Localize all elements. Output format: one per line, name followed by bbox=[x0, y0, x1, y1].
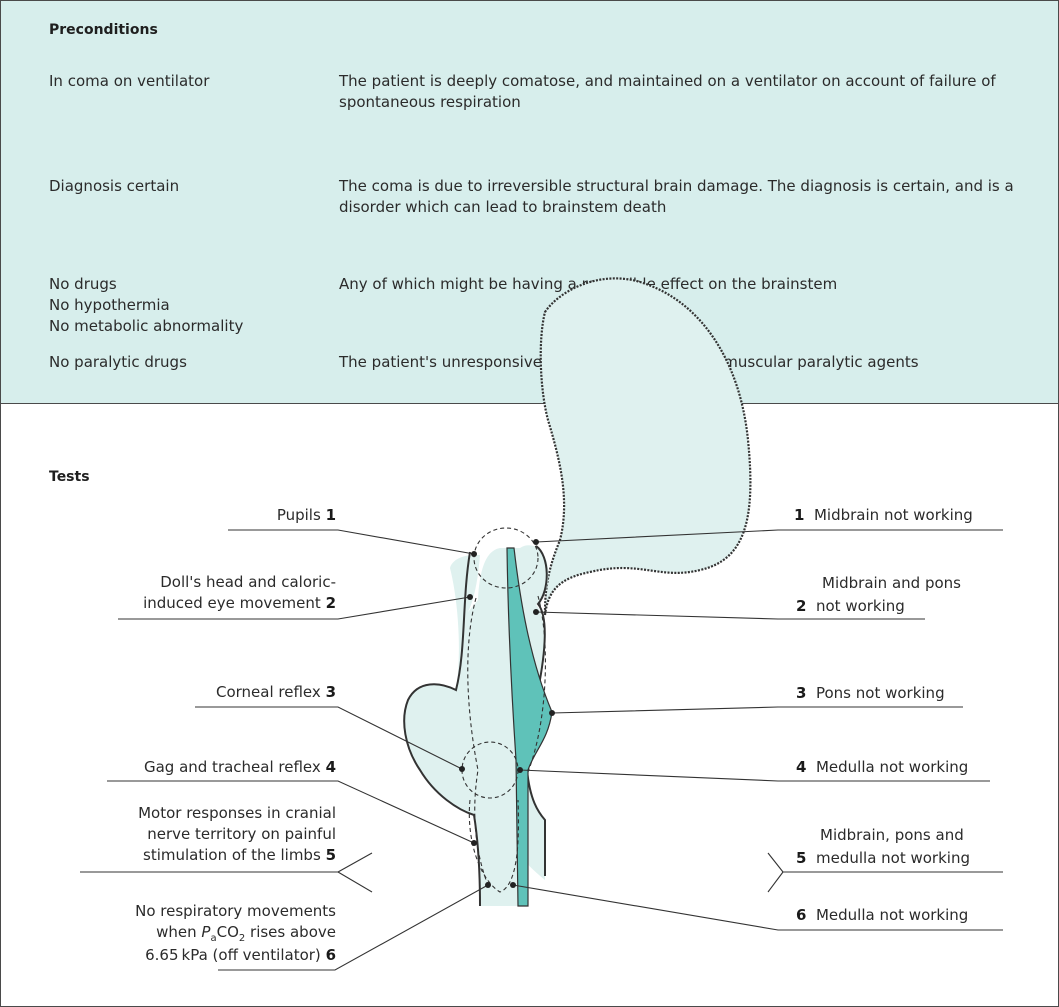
test-label-respiratory: No respiratory movements when PaCO2 rise… bbox=[135, 901, 336, 966]
result-label-4: 4 Medulla not working bbox=[796, 757, 968, 778]
cerebellum-shape bbox=[541, 278, 751, 615]
result-label-6: 6 Medulla not working bbox=[796, 905, 968, 926]
result-label-5a: Midbrain, pons and bbox=[820, 825, 964, 846]
test-label-corneal: Corneal reflex 3 bbox=[216, 682, 336, 703]
test-label-motor: Motor responses in cranial nerve territo… bbox=[138, 803, 336, 866]
result-label-2a: Midbrain and pons bbox=[822, 573, 961, 594]
result-label-3: 3 Pons not working bbox=[796, 683, 945, 704]
test-label-gag: Gag and tracheal reflex 4 bbox=[144, 757, 336, 778]
result-label-5b: 5 medulla not working bbox=[796, 848, 970, 869]
result-label-1: 1 Midbrain not working bbox=[794, 505, 973, 526]
result-label-2b: 2 not working bbox=[796, 596, 905, 617]
test-label-dolls-head: Doll's head and caloric- induced eye mov… bbox=[143, 572, 336, 614]
test-label-pupils: Pupils 1 bbox=[277, 505, 336, 526]
